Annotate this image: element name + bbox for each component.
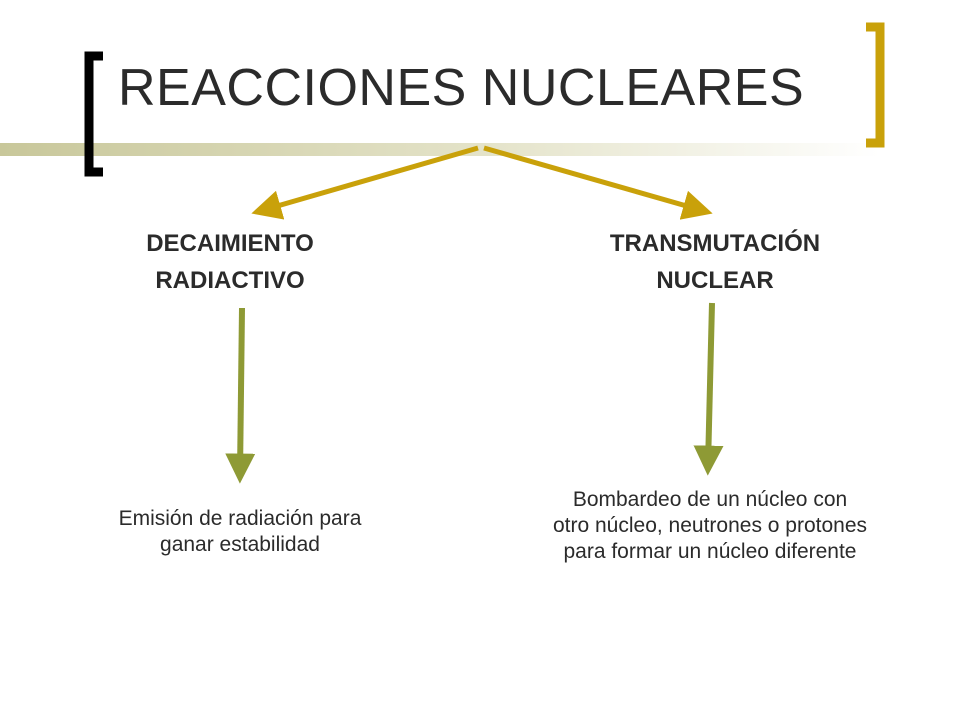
description-transmutacion: Bombardeo de un núcleo con otro núcleo, … — [500, 487, 920, 565]
title-underline-rule — [0, 143, 880, 156]
slide-title: REACCIONES NUCLEARES — [118, 59, 805, 117]
heading-decaimiento-radiactivo: DECAIMIENTO RADIACTIVO — [80, 225, 380, 299]
left-bracket — [84, 51, 103, 177]
arrow-down-transmutacion — [693, 302, 724, 476]
description-line: Emisión de radiación para — [118, 507, 362, 530]
arrow-to-decaimiento — [251, 145, 479, 220]
heading-line: TRANSMUTACIÓN — [609, 230, 821, 257]
right-bracket — [866, 22, 885, 148]
arrow-down-decaimiento — [225, 307, 256, 484]
description-line: otro núcleo, neutrones o protones — [552, 514, 868, 537]
description-line: Bombardeo de un núcleo con — [572, 488, 848, 511]
heading-line: RADIACTIVO — [155, 267, 305, 294]
heading-line: DECAIMIENTO — [146, 230, 314, 257]
arrow-to-transmutacion — [483, 145, 713, 220]
description-line: para formar un núcleo diferente — [563, 540, 857, 563]
heading-line: NUCLEAR — [656, 267, 774, 294]
description-decaimiento: Emisión de radiación para ganar estabili… — [60, 506, 420, 558]
description-line: ganar estabilidad — [160, 533, 320, 556]
heading-transmutacion-nuclear: TRANSMUTACIÓN NUCLEAR — [565, 225, 865, 299]
